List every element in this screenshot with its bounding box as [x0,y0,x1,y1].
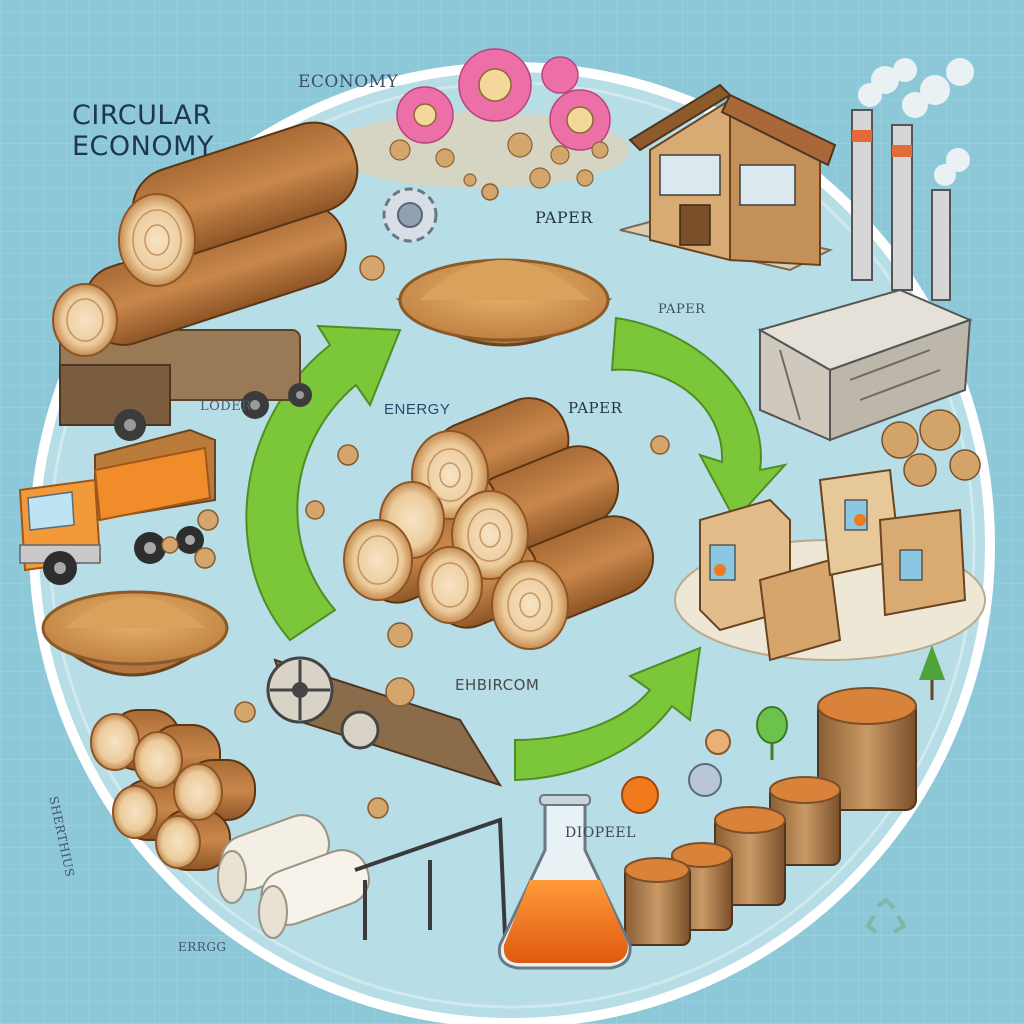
label-paper-center: PAPER [568,399,623,417]
label-economy: ECONOMY [298,72,399,92]
diagram-title: CIRCULAR ECONOMY [72,100,214,162]
log-pile-icon [52,121,359,357]
sprout [756,645,945,760]
barrel-icon [624,687,917,946]
flask-icon [497,794,632,970]
wood-chips [161,183,670,819]
log-truck [52,121,359,441]
cycle-arrow-left [245,324,402,642]
gear-icon [382,187,438,243]
flower-icon [330,48,630,189]
label-paper-top: PAPER [535,208,593,227]
cycle-arrow-bottom [514,646,702,782]
title-line-1: CIRCULAR [72,100,212,131]
workshop [674,409,986,662]
label-paper-right: PAPER [658,302,706,317]
title-line-2: ECONOMY [72,131,214,162]
label-biofuel: DIOPEEL [565,825,636,841]
label-loder: LODER [200,399,252,414]
label-energy: ENERGY [384,401,451,418]
recycle-icon [866,898,906,934]
orb [621,729,731,814]
log-pile-bottom-left [90,709,256,871]
barn-icon [619,83,837,272]
factory-icon [757,58,974,442]
sawdust-bowl-icon [395,258,612,347]
conveyor [266,656,507,940]
cycle-arrow-right [610,316,788,522]
center-log-pile [343,397,655,650]
label-bottom: ERRGG [178,940,227,954]
paper-rolls [217,814,370,939]
sawdust-bowl-left [41,590,229,677]
truck-icon [18,428,216,585]
label-ehbircom: EHBIRCOM [455,676,540,694]
